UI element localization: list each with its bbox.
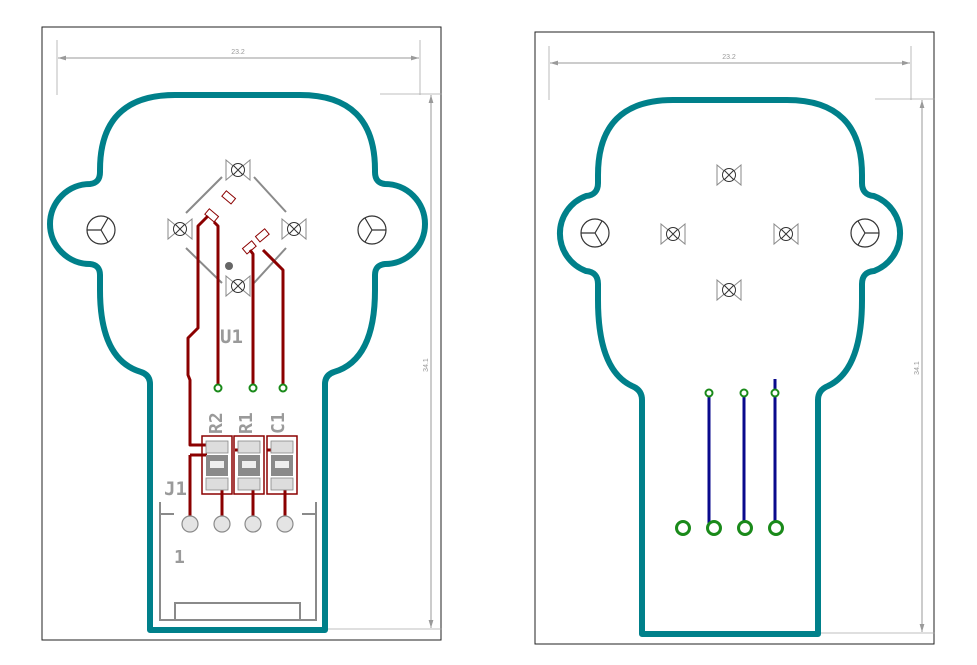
front-frame [41,26,442,641]
r1-component [233,435,265,495]
front-mount-hole-right-icon [357,215,387,245]
front-smd-parts [201,435,298,495]
pin1-label: 1 [174,547,185,568]
front-height-dimension: 34.1 [325,93,442,630]
u1-pads [204,190,270,255]
front-width-label: 23.2 [231,49,245,56]
back-connector-pads [675,520,784,536]
back-height-dimension: 34.1 [818,98,935,634]
back-mount-hole-left-icon [580,218,610,248]
r1-label: R1 [236,412,257,434]
j1-connector [159,502,317,621]
u1-silkscreen [185,176,287,284]
back-led-bottom-icon [716,279,742,301]
back-led-top-icon [716,164,742,186]
back-board-outline [557,97,903,637]
front-height-label: 34.1 [423,358,430,372]
back-height-label: 34.1 [914,361,921,375]
front-width-dimension: 23.2 [56,40,421,95]
front-vias [213,383,288,393]
u1-label: U1 [220,326,243,348]
back-led-left-icon [660,223,686,245]
back-mount-hole-right-icon [850,218,880,248]
back-vias [704,388,780,398]
front-led-left-icon [167,218,193,240]
u1-pin1-dot [225,262,233,270]
back-view: 23.2 34.1 [534,31,935,645]
front-led-bottom-icon [225,275,251,297]
front-led-right-icon [281,218,307,240]
front-led-top-icon [225,159,251,181]
j1-label: J1 [164,478,187,500]
r2-label: R2 [206,412,227,434]
j1-pads [181,515,294,533]
back-led-right-icon [773,223,799,245]
front-view: 23.2 34.1 [41,26,442,641]
r2-component [201,435,233,495]
front-top-copper-traces [186,214,287,524]
back-frame [534,31,935,645]
front-board-outline [47,92,428,633]
back-width-label: 23.2 [722,54,736,61]
back-bottom-copper-traces [707,379,777,528]
back-width-dimension: 23.2 [548,46,912,100]
c1-component [266,435,298,495]
c1-label: C1 [268,412,289,434]
front-mount-hole-left-icon [86,215,116,245]
